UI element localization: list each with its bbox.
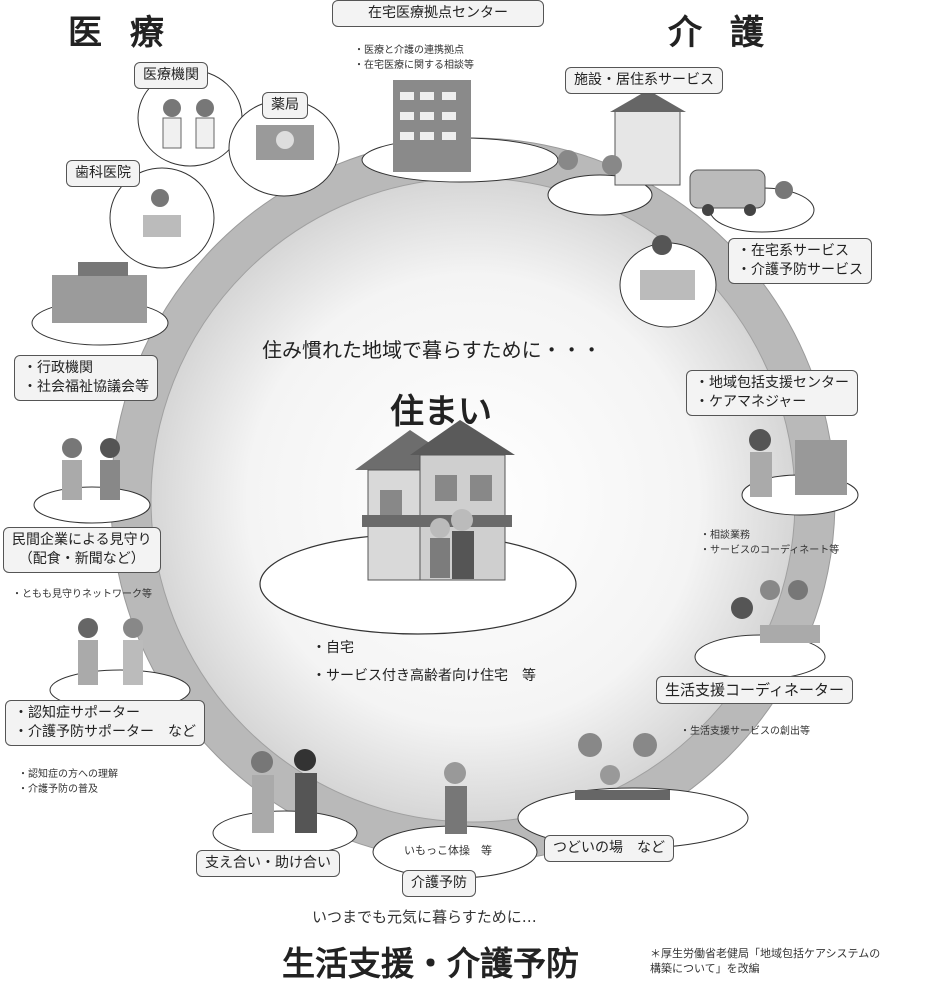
heading-medical: 医 療 (68, 13, 172, 53)
box-line: ・行政機関 (23, 360, 93, 376)
box-line: ・介護予防サポーター など (14, 723, 196, 740)
heading-housing: 住まい (390, 392, 492, 432)
box-gathering: つどいの場 など (544, 835, 674, 862)
note-line: ・医療と介護の連携拠点 (354, 45, 464, 56)
note-line: ・相談業務 (700, 530, 750, 541)
box-line: 民間企業による見守り (12, 532, 152, 548)
box-dental-clinic: 歯科医院 (66, 160, 140, 187)
note-coordinator-role: ・生活支援サービスの創出等 (680, 726, 810, 737)
note-line: ・在宅医療に関する相談等 (354, 60, 474, 71)
government-building (52, 275, 147, 323)
box-care-prevention: 介護予防 (402, 870, 476, 897)
note-watch-network: ・ともも見守りネットワーク等 (12, 589, 152, 600)
box-line: ・地域包括支援センター (695, 375, 849, 391)
housing-item: ・サービス付き高齢者向け住宅 等 (312, 668, 536, 684)
box-life-support-coordinator: 生活支援コーディネーター (656, 676, 853, 705)
heading-care: 介 護 (668, 13, 772, 53)
note-supporter-roles: ・認知症の方への理解 ・介護予防の普及 (18, 767, 118, 797)
mutual-ellipse (212, 810, 358, 856)
watch-ellipse (33, 486, 151, 524)
center-intro: 住み慣れた地域で暮らすために・・・ (262, 338, 602, 362)
box-government: ・行政機関 ・社会福祉協議会等 (14, 355, 158, 401)
box-private-watch: 民間企業による見守り （配食・新聞など） (3, 527, 161, 573)
box-line: ・社会福祉協議会等 (23, 378, 149, 395)
box-home-services: ・在宅系サービス ・介護予防サービス (728, 238, 872, 284)
box-line: （配食・新聞など） (18, 550, 145, 567)
box-pharmacy: 薬局 (262, 92, 308, 119)
housing-items: ・自宅 ・サービス付き高齢者向け住宅 等 (312, 634, 536, 690)
box-facility-services: 施設・居住系サービス (565, 67, 723, 94)
note-consultation: ・相談業務 ・サービスのコーディネート等 (700, 528, 839, 558)
source-line: ＊厚生労働省老健局「地域包括ケアシステムの (650, 947, 881, 960)
label-exercise: いもっこ体操 等 (404, 844, 492, 857)
note-line: ・介護予防の普及 (18, 784, 98, 795)
box-line: ・認知症サポーター (14, 705, 140, 721)
box-comprehensive-center: ・地域包括支援センター ・ケアマネジャー (686, 370, 858, 416)
box-home-medical-center: 在宅医療拠点センター (332, 0, 544, 27)
footer-source: ＊厚生労働省老健局「地域包括ケアシステムの 構築について」を改編 (650, 946, 880, 977)
box-line: ・在宅系サービス (737, 243, 849, 259)
box-medical-institution: 医療機関 (134, 62, 208, 89)
housing-item: ・自宅 (312, 640, 354, 656)
box-mutual-help: 支え合い・助け合い (196, 850, 340, 877)
box-line: ・介護予防サービス (737, 261, 863, 278)
box-line: ・ケアマネジャー (695, 393, 807, 410)
footer-tagline: いつまでも元気に暮らすために… (312, 908, 537, 926)
box-supporters: ・認知症サポーター ・介護予防サポーター など (5, 700, 205, 746)
house-illustration (355, 420, 515, 581)
source-line: 構築について」を改編 (650, 962, 760, 976)
heading-bottom-title: 生活支援・介護予防 (282, 944, 579, 983)
note-center-roles: ・医療と介護の連携拠点 ・在宅医療に関する相談等 (354, 43, 474, 73)
note-line: ・認知症の方への理解 (18, 769, 118, 780)
note-line: ・サービスのコーディネート等 (700, 545, 840, 556)
